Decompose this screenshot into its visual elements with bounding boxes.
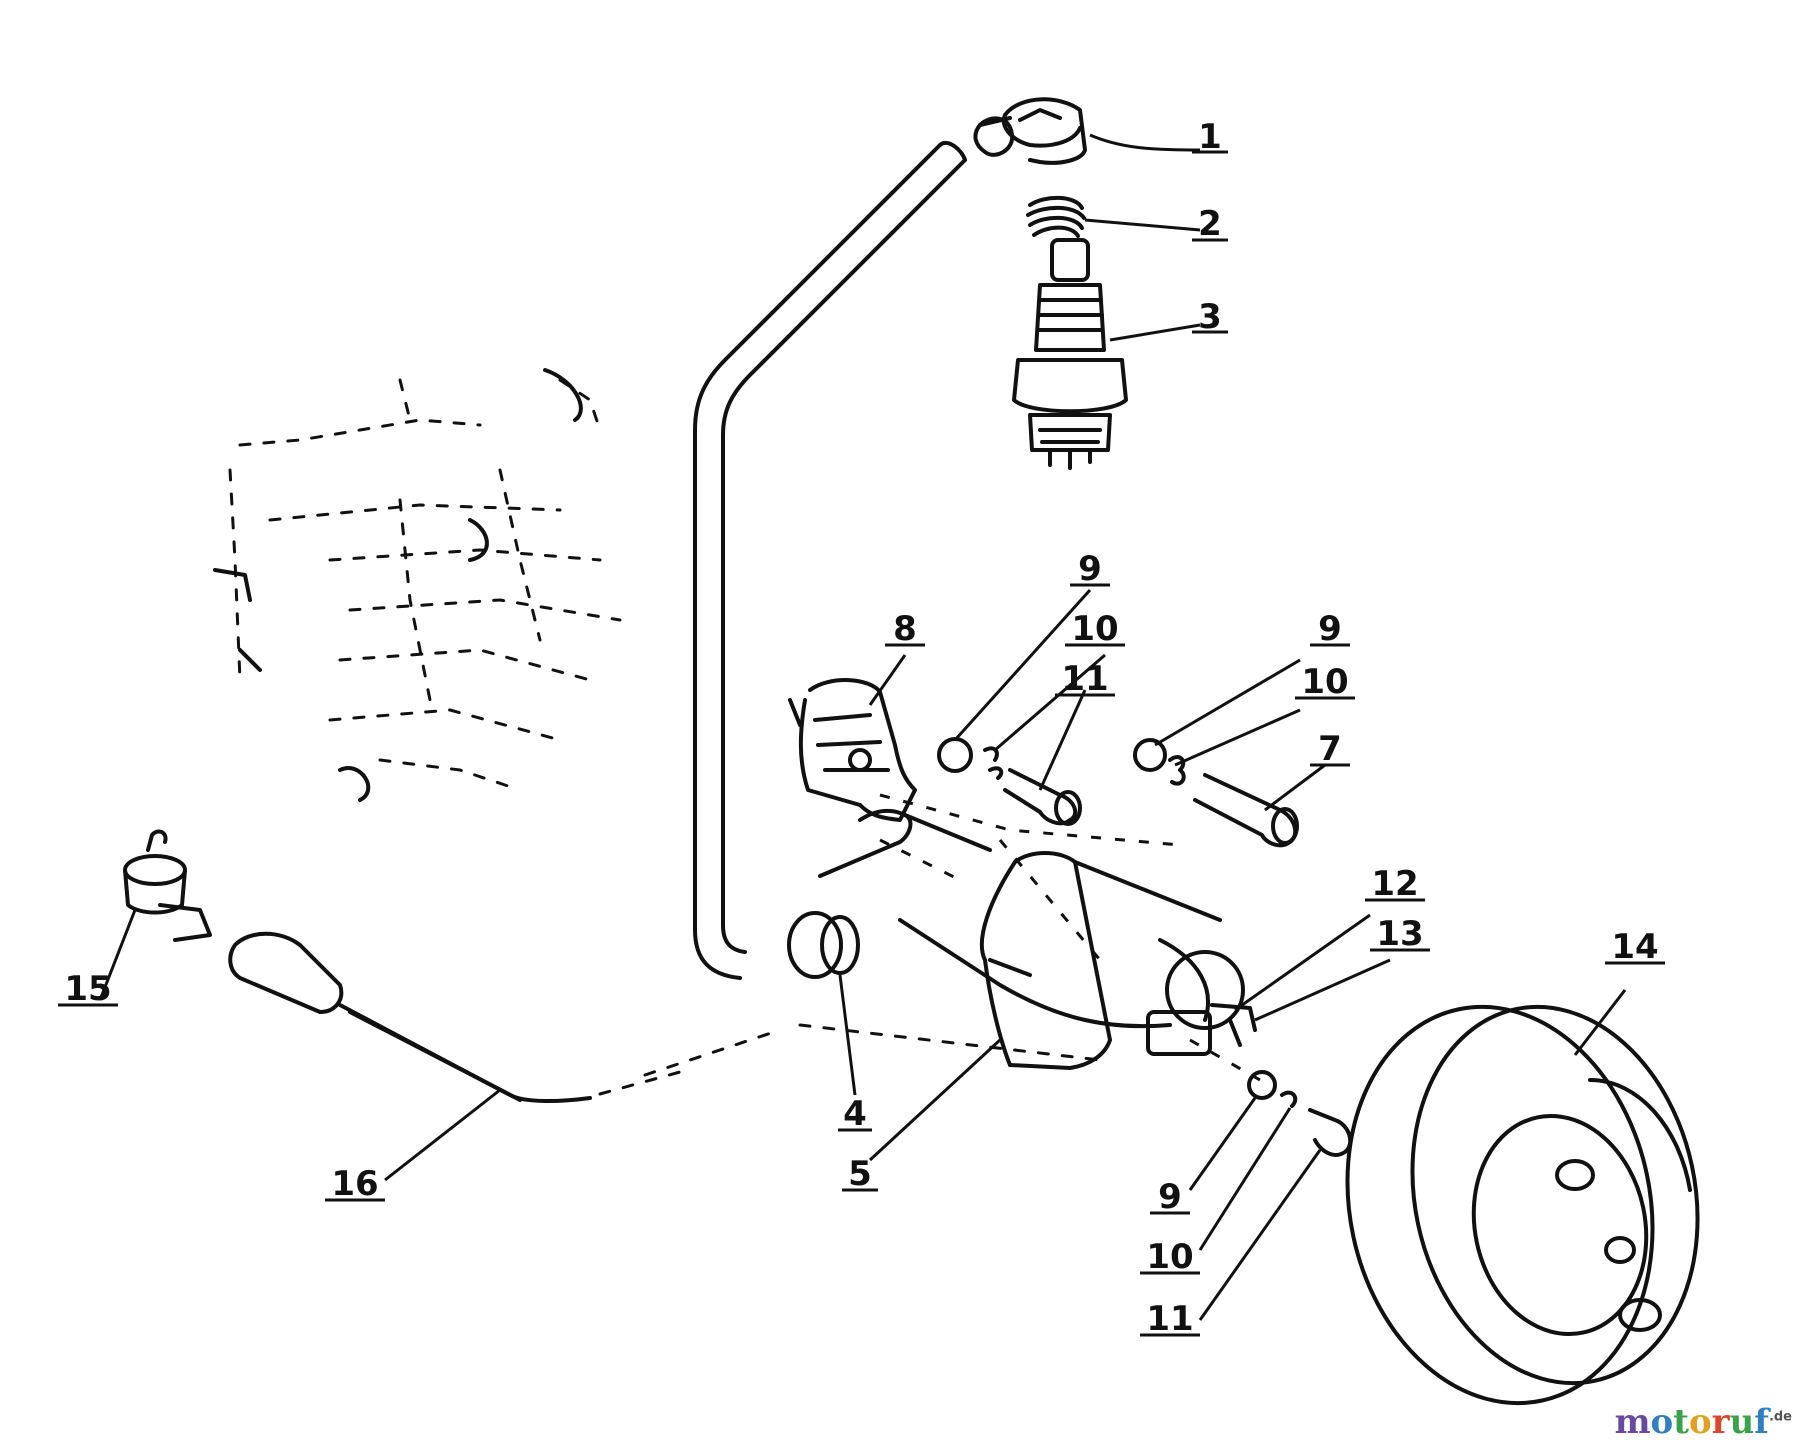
- watermark-letter-m: m: [1614, 1402, 1651, 1442]
- ignition-switch-block: [788, 678, 917, 822]
- label-part-10-right: 10: [1301, 662, 1348, 702]
- label-part-11-upper: 11: [1061, 659, 1108, 699]
- label-part-5: 5: [848, 1154, 872, 1194]
- watermark-letter-t: t: [1673, 1402, 1689, 1442]
- label-part-7: 7: [1318, 729, 1342, 769]
- watermark-letter-o2: o: [1688, 1402, 1712, 1442]
- ignition-coil: [818, 808, 1222, 1070]
- spark-plug-spring: [1026, 195, 1086, 238]
- engine-block-sketch: [213, 368, 622, 802]
- callout-labels: 1 2 3 4 5 7 8 9 10 11 9 10 12 13 14 15 1…: [64, 117, 1658, 1339]
- lower-bolt-set: [1247, 1070, 1353, 1157]
- spark-plug: [1012, 238, 1128, 470]
- label-part-1: 1: [1198, 117, 1222, 157]
- label-part-12: 12: [1371, 864, 1418, 904]
- assembly-lines: [879, 793, 1261, 1082]
- cable-grommet: [787, 911, 860, 979]
- label-part-9-lower: 9: [1158, 1177, 1182, 1217]
- label-part-15: 15: [64, 969, 111, 1009]
- label-underlines: [58, 150, 1665, 1337]
- motoruf-watermark: motoruf.de: [1615, 1402, 1792, 1442]
- spark-plug-cap: [973, 97, 1087, 165]
- label-part-13: 13: [1376, 914, 1423, 954]
- watermark-letter-o1: o: [1650, 1402, 1674, 1442]
- right-bolt-set: [1133, 738, 1299, 848]
- label-part-3: 3: [1198, 297, 1222, 337]
- callout-leaders: [98, 133, 1627, 1321]
- label-part-4: 4: [843, 1094, 867, 1134]
- label-part-10-upper: 10: [1071, 609, 1118, 649]
- flywheel: [1345, 1004, 1700, 1406]
- watermark-suffix: .de: [1768, 1409, 1792, 1425]
- ignition-cable: [693, 140, 967, 980]
- stop-button: [123, 829, 212, 942]
- label-part-8: 8: [893, 609, 917, 649]
- label-part-11-lower: 11: [1146, 1299, 1193, 1339]
- label-part-16: 16: [331, 1164, 378, 1204]
- terminal-connector: [1146, 950, 1257, 1056]
- watermark-letter-u: u: [1729, 1402, 1755, 1442]
- short-circuit-cable: [228, 931, 1102, 1103]
- watermark-letter-f: f: [1754, 1402, 1769, 1442]
- label-part-10-lower: 10: [1146, 1237, 1193, 1277]
- watermark-letter-r: r: [1711, 1402, 1730, 1442]
- label-part-9-right: 9: [1318, 609, 1342, 649]
- label-part-2: 2: [1198, 204, 1222, 244]
- label-part-9-upper: 9: [1078, 549, 1102, 589]
- label-part-14: 14: [1611, 927, 1658, 967]
